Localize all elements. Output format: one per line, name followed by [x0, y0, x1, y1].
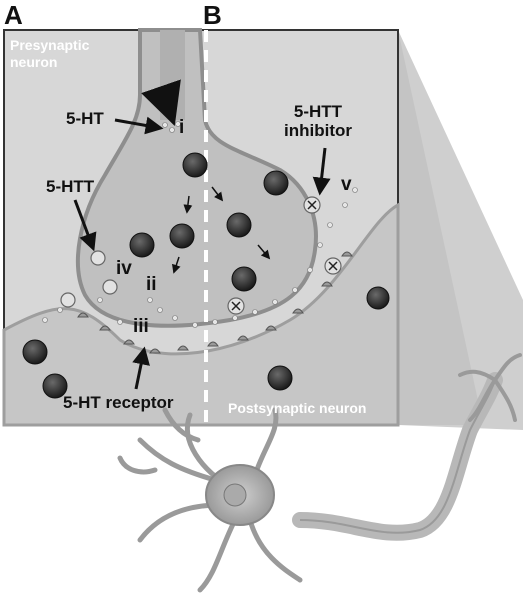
vesicles — [22, 152, 390, 399]
presynaptic-label: Presynaptic neuron — [10, 37, 93, 70]
neuron-illustration — [117, 353, 522, 593]
inhibitor-label-line-1: 5-HTT — [294, 102, 343, 121]
step-label-iii: iii — [133, 316, 149, 337]
step-label-i: i — [179, 117, 184, 138]
step-label-iv: iv — [116, 258, 132, 279]
panel-label-b: B — [203, 0, 222, 30]
inhibitor-marks — [231, 200, 338, 311]
postsynaptic-membrane — [2, 202, 400, 427]
serotonin-molecules — [42, 121, 358, 328]
presynaptic-label-line1: Presynaptic — [10, 37, 90, 53]
receptor-label: 5-HT receptor — [63, 393, 174, 412]
transport-arrow — [141, 79, 181, 126]
release-arrows — [172, 186, 271, 274]
transporter-label: 5-HTT — [46, 177, 95, 196]
receptors — [77, 251, 353, 354]
serotonin-label: 5-HT — [66, 109, 104, 128]
postsynaptic-label: Postsynaptic neuron — [228, 400, 366, 416]
inhibitor-label-line-2: inhibitor — [284, 121, 352, 140]
step-label-ii: ii — [146, 274, 157, 295]
panel-label-a: A — [4, 0, 23, 30]
step-label-v: v — [341, 174, 352, 195]
presynaptic-label-line2: neuron — [10, 54, 57, 70]
